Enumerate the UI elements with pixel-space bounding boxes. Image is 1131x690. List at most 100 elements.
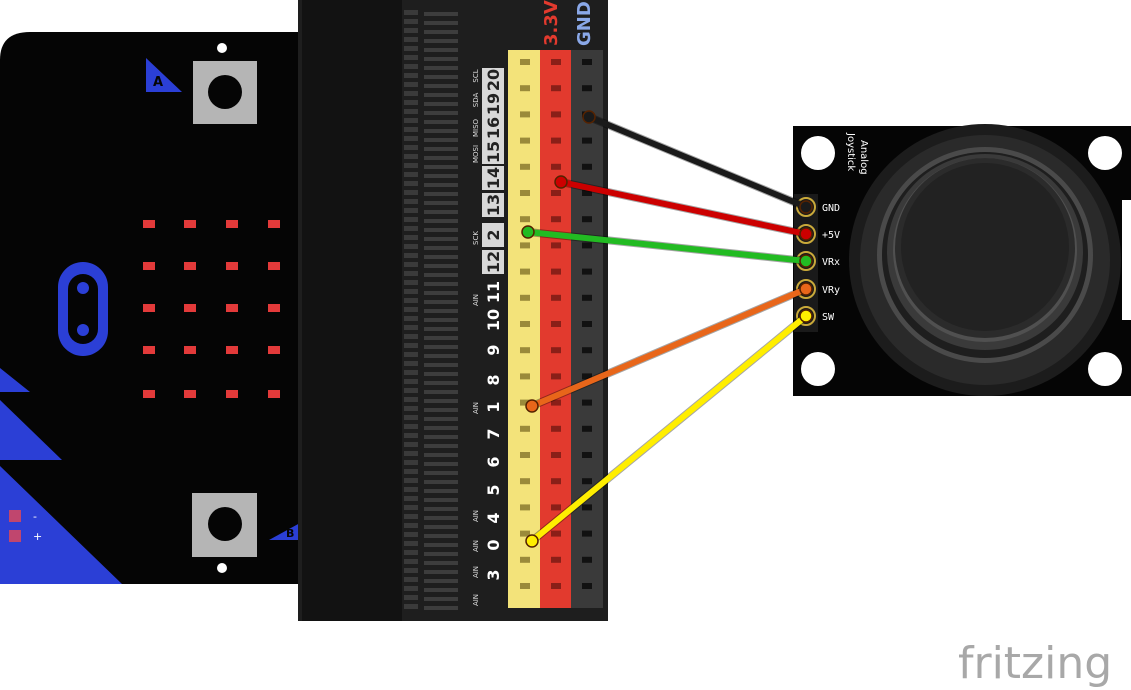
mounting-hole [1088, 352, 1122, 386]
pin-function-label: AIN [472, 402, 480, 414]
connector-tooth [404, 370, 418, 375]
joystick-pin-label: +5V [822, 230, 840, 241]
pin-number-label: 10 [484, 309, 503, 331]
connector-tooth [424, 84, 458, 88]
header-pin [551, 452, 561, 458]
connector-tooth [404, 190, 418, 195]
header-pin [551, 530, 561, 537]
pin-function-label: MISO [472, 118, 480, 137]
connector-tooth [424, 489, 458, 493]
wire-end[interactable] [525, 399, 539, 413]
connector-tooth [424, 480, 458, 484]
header-pin [582, 583, 592, 589]
wire-end[interactable] [799, 227, 813, 241]
header-pin [582, 242, 592, 249]
connector-tooth [404, 487, 418, 492]
pin-label-highlight [482, 166, 504, 190]
connector-tooth [404, 298, 418, 303]
wire-end[interactable] [582, 110, 596, 124]
header-pin [551, 111, 561, 118]
button-a-cap[interactable] [208, 75, 242, 109]
connector-tooth [424, 30, 458, 34]
header-pin [582, 137, 592, 144]
power-label-gnd: GND [574, 1, 595, 46]
connector-tooth [424, 417, 458, 421]
connector-tooth [404, 109, 418, 114]
touch-logo [58, 262, 108, 356]
wire-end[interactable] [799, 282, 813, 296]
pin-function-label: AIN [472, 540, 480, 552]
joystick-pin-pad [796, 279, 816, 299]
connector-tooth [404, 586, 418, 591]
edge-connector-teeth [404, 10, 458, 610]
connector-tooth [424, 57, 458, 61]
wire-end[interactable] [799, 309, 813, 323]
button-b[interactable]: B [192, 493, 300, 557]
button-a[interactable]: A [146, 58, 257, 124]
connector-tooth [424, 138, 458, 142]
header-pin [551, 242, 561, 249]
connector-tooth [404, 361, 418, 366]
connector-tooth [424, 516, 458, 520]
pin-function-label: AIN [472, 510, 480, 522]
wire-gnd[interactable] [586, 114, 809, 210]
header-pin [551, 399, 561, 406]
header-pin [520, 399, 530, 406]
connector-tooth [404, 280, 418, 285]
led [226, 390, 238, 398]
header-pin [520, 347, 530, 354]
joystick-knob[interactable] [849, 124, 1121, 396]
header-pin [551, 190, 561, 196]
header-pin [582, 85, 592, 92]
connector-tooth [424, 345, 458, 349]
connector-tooth [424, 237, 458, 241]
header-pin [551, 347, 561, 354]
wire-end[interactable] [554, 175, 568, 189]
pin-function-label: AIN [472, 294, 480, 306]
header-pin [551, 85, 561, 92]
connector-tooth [424, 363, 458, 367]
connector-tooth [404, 433, 418, 438]
header-pin [551, 373, 561, 380]
wire-vry[interactable] [529, 286, 809, 409]
connector-tooth [404, 226, 418, 231]
header-pin [520, 556, 530, 563]
connector-tooth [424, 21, 458, 25]
button-b-cap[interactable] [208, 507, 242, 541]
connector-tooth [404, 604, 418, 609]
mounting-hole [1088, 136, 1122, 170]
pin-number-label: 13 [484, 194, 503, 216]
pin-number-label: 16 [484, 117, 503, 139]
wire-end[interactable] [521, 225, 535, 239]
wire-vrx[interactable] [525, 229, 809, 264]
connector-tooth [404, 271, 418, 276]
connector-tooth [424, 453, 458, 457]
connector-tooth [424, 309, 458, 313]
header-pins [520, 59, 592, 589]
pin-function-label: MOSI [472, 145, 480, 163]
led [268, 262, 280, 270]
header-pin [582, 163, 592, 170]
connector-tooth [404, 118, 418, 123]
wire-p5v[interactable] [558, 179, 809, 237]
battery-contact-plus [9, 530, 21, 542]
connector-tooth [424, 372, 458, 376]
header-pin [520, 242, 530, 249]
pin-number-label: 15 [484, 141, 503, 163]
connector-tooth [424, 291, 458, 295]
connector-tooth [404, 505, 418, 510]
led [184, 390, 196, 398]
wire-end[interactable] [525, 534, 539, 548]
header-pin [520, 294, 530, 301]
fritzing-logo: fritzing [958, 638, 1112, 689]
header-pin [551, 425, 561, 432]
header-pin [551, 137, 561, 144]
wire-end[interactable] [799, 254, 813, 268]
connector-tooth [424, 228, 458, 232]
wire-sw[interactable] [529, 313, 809, 544]
header-pin [520, 373, 530, 380]
header-pin [520, 452, 530, 458]
wire-end[interactable] [799, 200, 813, 214]
